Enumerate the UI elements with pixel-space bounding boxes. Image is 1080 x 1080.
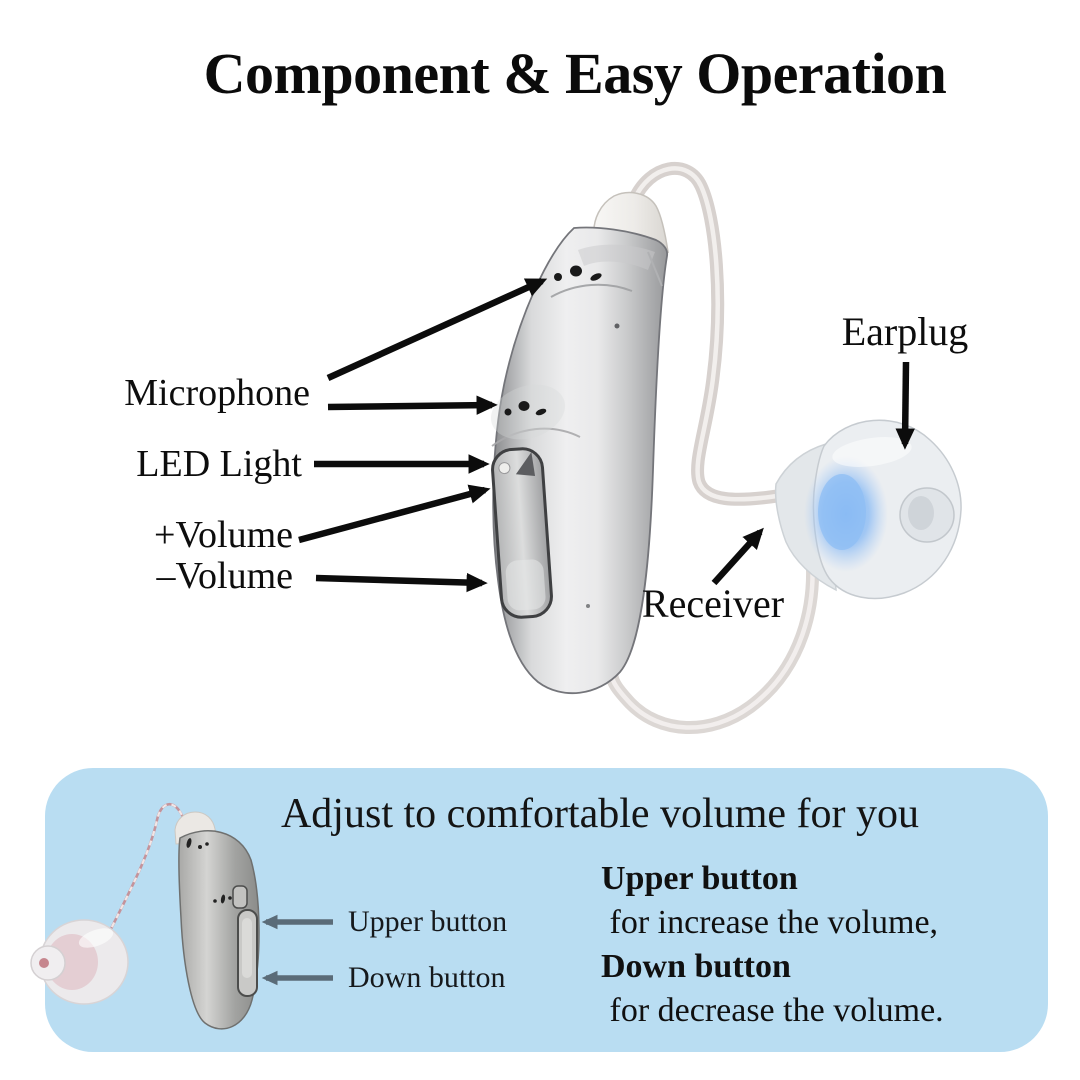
microphone-middle-arrow [327, 395, 498, 415]
hearing-aid-device-small [30, 803, 260, 1030]
volume-instructions: Upper button for increase the volume, Do… [601, 857, 944, 1033]
instruction-down-text: for decrease the volume. [601, 992, 944, 1029]
instruction-upper-bold: Upper button [601, 860, 798, 897]
microphone-label: Microphone [124, 372, 310, 414]
microphone-holes-middle [504, 401, 547, 416]
earplug-label: Earplug [841, 309, 969, 354]
upper-button-callout-label: Upper button [348, 905, 508, 938]
volume-rocker-button [491, 447, 553, 619]
hearing-aid-device [490, 162, 819, 734]
earplug-arrow [895, 361, 915, 450]
page-title: Component & Easy Operation [203, 41, 947, 106]
volume-icon [515, 452, 536, 476]
small-microphone-holes [186, 838, 232, 904]
instruction-upper-text: for increase the volume, [601, 904, 939, 941]
led-light-label: LED Light [136, 443, 302, 485]
small-earplug [30, 919, 129, 1005]
led-light-dot [498, 462, 511, 475]
receiver-arrow [711, 527, 764, 586]
instruction-down-bold: Down button [601, 948, 791, 985]
volume-down-label: –Volume [156, 555, 293, 597]
microphone-holes-top [554, 265, 602, 281]
earplug-dome [774, 419, 962, 600]
volume-up-label: +Volume [154, 514, 293, 556]
small-receiver-wire [101, 803, 188, 946]
panel-heading: Adjust to comfortable volume for you [280, 791, 920, 837]
down-button-callout-label: Down button [348, 961, 506, 994]
small-upper-button [232, 885, 248, 909]
volume-down-arrow [315, 572, 488, 593]
microphone-top-arrow [326, 278, 548, 381]
receiver-label: Receiver [641, 581, 785, 626]
volume-up-arrow [298, 484, 491, 544]
